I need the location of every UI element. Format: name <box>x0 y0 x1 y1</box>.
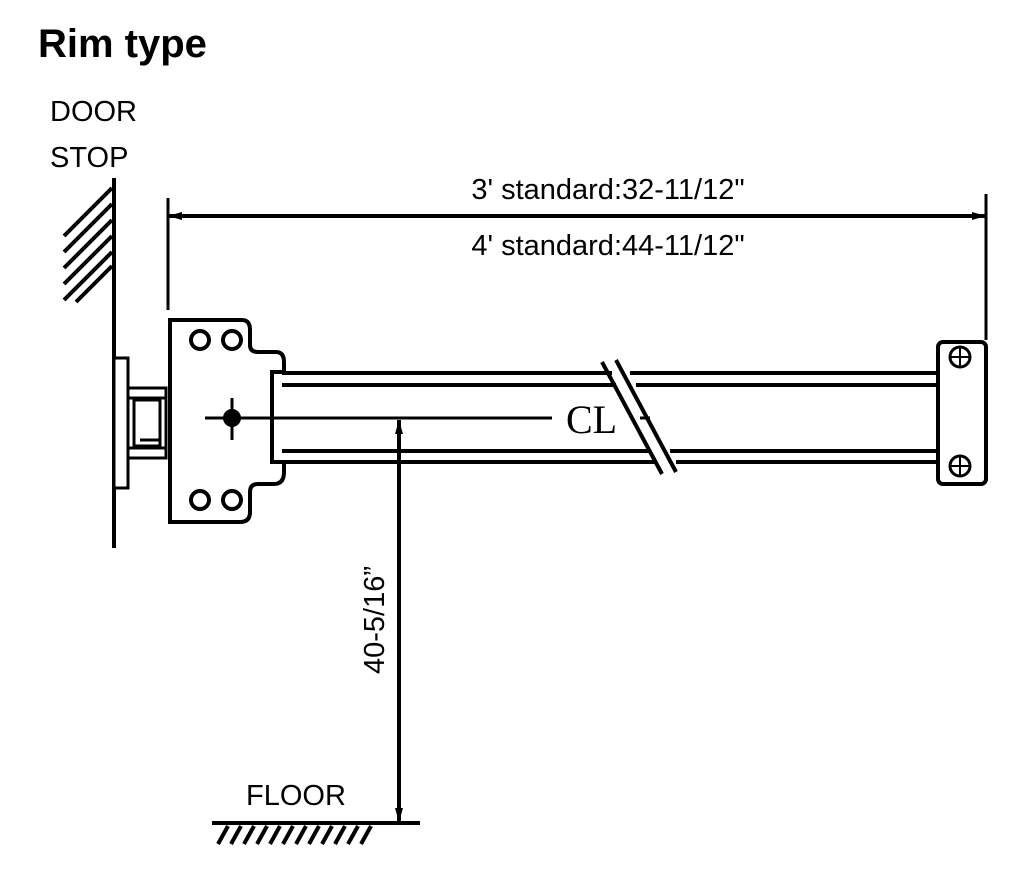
door-stop-label-line1: DOOR <box>50 96 137 128</box>
break-mark-icon <box>600 359 678 475</box>
width-3ft-label: 3' standard:32-11/12" <box>471 174 744 206</box>
end-cap <box>936 340 988 486</box>
crosshair-icon <box>205 398 258 440</box>
door-stop-label-line2: STOP <box>50 142 128 174</box>
mechanism-case <box>168 318 286 524</box>
strike-plate <box>112 356 168 490</box>
mounting-hole-icon <box>189 329 211 351</box>
centerline-label: CL <box>566 397 617 442</box>
height-arrow-top-icon <box>395 420 403 434</box>
dimension-arrow-right-icon <box>972 212 986 220</box>
height-arrow-bottom-icon <box>395 808 403 822</box>
height-label: 40-5/16” <box>359 566 391 674</box>
mounting-hole-icon <box>189 489 211 511</box>
floor <box>212 821 420 845</box>
door-stop-hatch-icon <box>62 186 114 304</box>
width-dimension <box>166 194 988 340</box>
diagram-title: Rim type <box>38 22 207 66</box>
mounting-hole-icon <box>221 489 243 511</box>
mounting-hole-icon <box>221 329 243 351</box>
height-dimension <box>395 420 403 822</box>
push-bar <box>282 371 940 464</box>
floor-label: FLOOR <box>246 780 346 812</box>
floor-hatch-icon <box>216 825 373 845</box>
width-4ft-label: 4' standard:44-11/12" <box>471 230 744 262</box>
door-stop-wall <box>62 178 116 548</box>
dimension-arrow-left-icon <box>168 212 182 220</box>
